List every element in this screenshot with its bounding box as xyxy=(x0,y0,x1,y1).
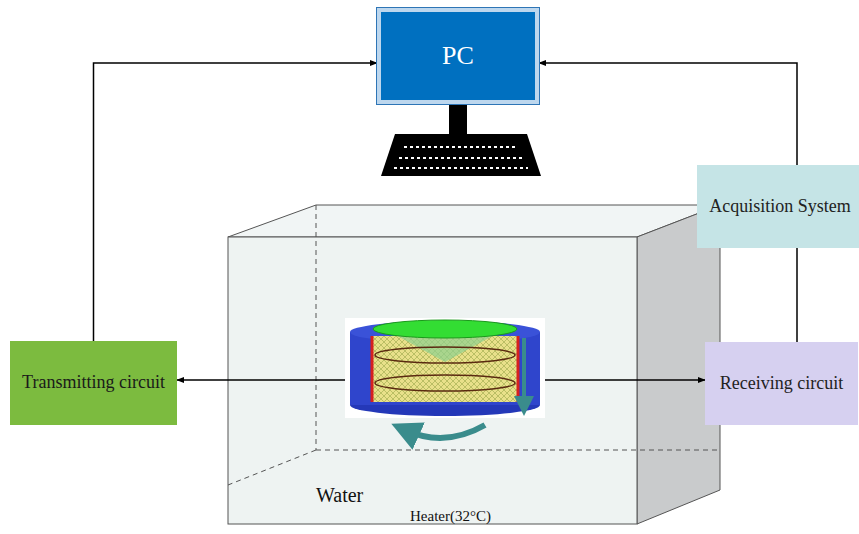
node-label: Heater(32°C) xyxy=(410,507,637,525)
monitor-stand xyxy=(381,104,541,176)
node-label: Transmitting circuit xyxy=(16,372,171,394)
connector-arrow xyxy=(637,379,705,381)
node-label: Receiving circuit xyxy=(714,373,849,395)
node-label: PC xyxy=(436,40,480,71)
connector-arrow xyxy=(796,248,798,342)
water-tank xyxy=(228,205,720,524)
pc-monitor: PC xyxy=(377,8,539,104)
receiving-box: Receiving circuit xyxy=(705,342,858,425)
node-label: Acquisition System xyxy=(703,196,857,218)
connector-arrow xyxy=(94,63,378,341)
transducer xyxy=(345,318,545,438)
water-tank-face: WaterHeater(32°C) xyxy=(228,237,637,524)
transmitting-box: Transmitting circuit xyxy=(10,341,177,425)
node-label: Water xyxy=(316,483,637,507)
acquisition-box: Acquisition System xyxy=(697,165,859,248)
connector-arrow xyxy=(539,63,797,165)
connector-arrow xyxy=(177,379,228,381)
